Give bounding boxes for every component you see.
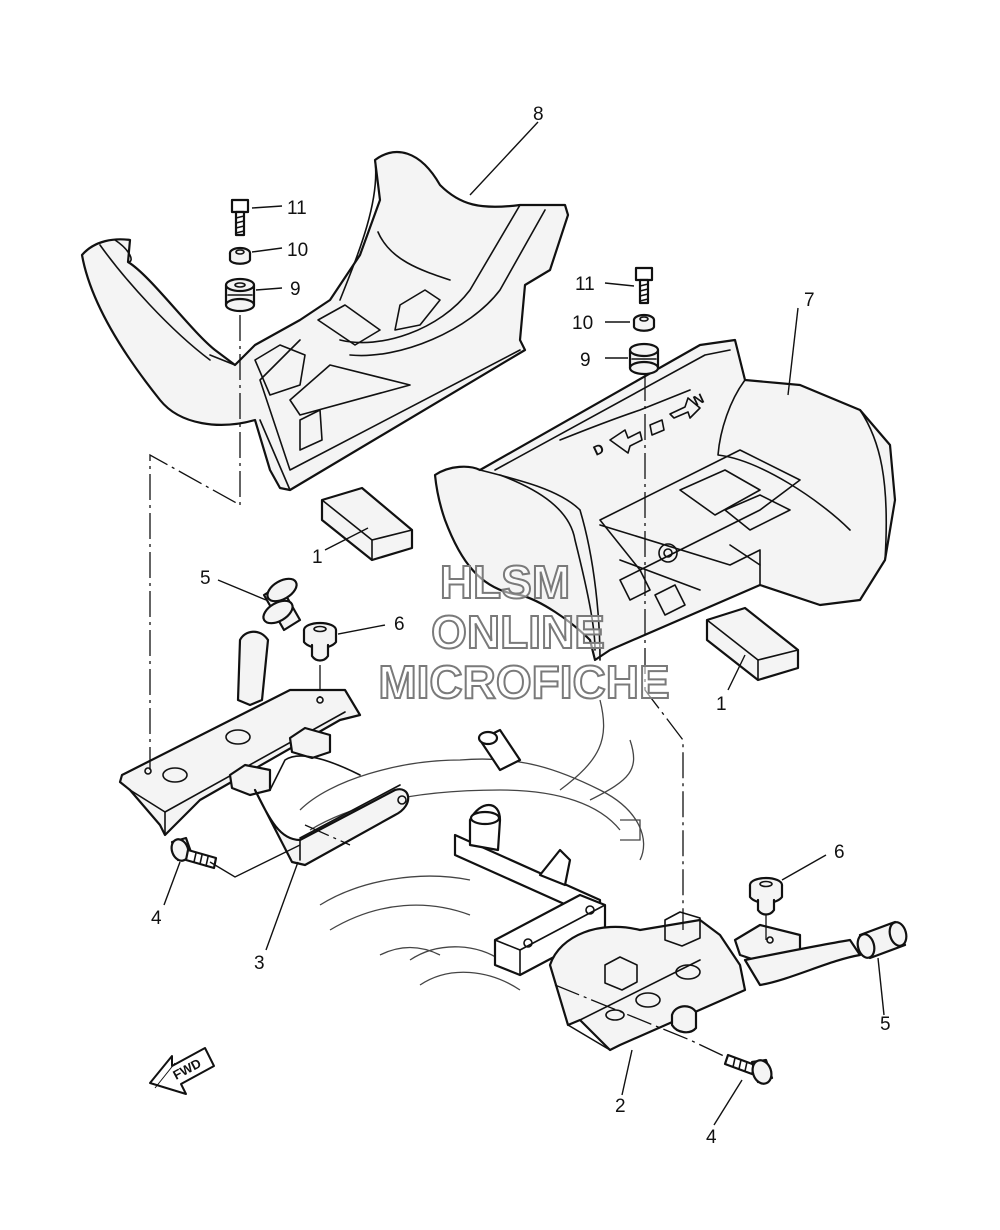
callout-1-right: 1 [716, 694, 727, 715]
watermark-line-3: MICROFICHE [378, 656, 669, 708]
bracket-right-2 [548, 911, 862, 1052]
leader-lines [163, 121, 885, 1126]
bolt-left-4 [170, 836, 218, 870]
grommet-right-6 [748, 876, 784, 916]
callout-8: 8 [533, 104, 544, 125]
callout-7: 7 [804, 290, 815, 311]
bolt-left-11 [230, 198, 250, 237]
callout-labels: 8 7 11 10 9 11 10 9 1 1 5 6 6 5 4 3 2 4 [151, 104, 891, 1148]
watermark-line-2: ONLINE [431, 606, 605, 658]
grommet-left-9 [224, 277, 256, 313]
grommet-right-9 [628, 342, 660, 376]
damper-pad-left [320, 486, 414, 562]
washer-left-10 [228, 246, 252, 265]
callout-10-left: 10 [287, 240, 308, 261]
footrest-right: D N [433, 338, 897, 662]
fwd-arrow-icon: FWD [149, 1047, 215, 1095]
washer-right-10 [632, 313, 656, 332]
callout-5-left: 5 [200, 568, 211, 589]
callout-10-right: 10 [572, 313, 593, 334]
callout-11-left: 11 [287, 198, 307, 219]
grommet-left-6 [302, 621, 338, 662]
bolt-right-4 [723, 1053, 774, 1085]
callout-3: 3 [254, 953, 265, 974]
bolt-right-11 [634, 266, 654, 305]
callout-5-right: 5 [880, 1014, 891, 1035]
collar-left-5 [262, 577, 302, 632]
watermark: HLSM ONLINE MICROFICHE [377, 555, 670, 709]
callout-9-right: 9 [580, 350, 591, 371]
footrest-left [80, 151, 570, 492]
callout-2: 2 [615, 1096, 626, 1117]
callout-4-left: 4 [151, 908, 162, 929]
callout-4-right: 4 [706, 1127, 717, 1148]
watermark-line-1: HLSM [440, 556, 570, 608]
callout-6-left: 6 [394, 614, 405, 635]
vehicle-frame [299, 699, 645, 991]
callout-11-right: 11 [575, 274, 595, 295]
alignment-lines [149, 315, 767, 1059]
bracket-left-3 [118, 630, 410, 867]
callout-1-left: 1 [312, 547, 323, 568]
callout-9-left: 9 [290, 279, 301, 300]
collar-right-5 [856, 920, 908, 960]
callout-6-right: 6 [834, 842, 845, 863]
damper-pad-right [705, 606, 800, 682]
